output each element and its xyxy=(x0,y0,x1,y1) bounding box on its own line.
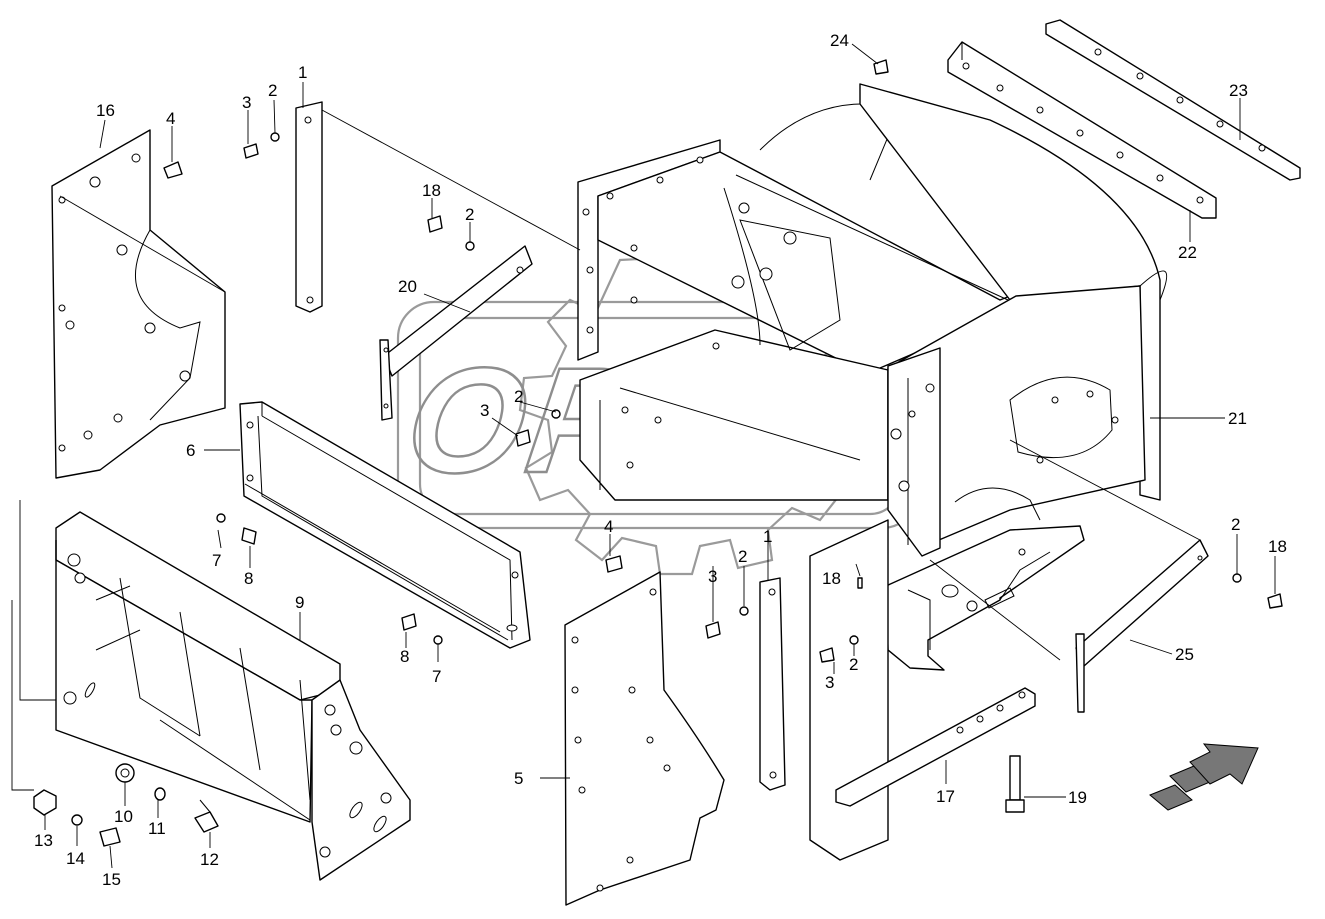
lower-right-bracket xyxy=(885,525,1085,671)
callout-3: 3 xyxy=(708,567,717,586)
callout-2: 2 xyxy=(268,81,277,100)
callout-9: 9 xyxy=(295,593,304,612)
hardware-lower-left xyxy=(33,763,219,847)
callout-7: 7 xyxy=(212,551,221,570)
part-22-top-bar xyxy=(947,41,1217,219)
part-17-bar xyxy=(835,687,1036,807)
callout-11: 11 xyxy=(148,819,166,838)
callout-3: 3 xyxy=(242,93,251,112)
part-23-hinge-bar xyxy=(1045,19,1301,181)
callout-18: 18 xyxy=(422,181,441,200)
callout-4: 4 xyxy=(604,517,613,536)
callout-7: 7 xyxy=(432,667,441,686)
callout-8: 8 xyxy=(244,569,253,588)
central-frame xyxy=(577,103,1016,501)
callout-18: 18 xyxy=(1268,537,1287,556)
callout-labels: 1 1 2 2 2 2 2 2 3 3 3 3 4 4 5 6 7 7 8 8 … xyxy=(34,31,1287,889)
part-5-lower-panel xyxy=(564,571,725,906)
part-21-main-housing xyxy=(859,83,1168,557)
part-19-bolt xyxy=(1005,755,1025,813)
part-6-channel-tray xyxy=(239,401,531,649)
callout-18: 18 xyxy=(822,569,841,588)
part-1-strip-lower xyxy=(759,577,786,791)
callout-19: 19 xyxy=(1068,788,1087,807)
callout-3: 3 xyxy=(480,401,489,420)
callout-2: 2 xyxy=(1231,515,1240,534)
callout-23: 23 xyxy=(1229,81,1248,100)
part-16-side-panel xyxy=(51,129,226,479)
callout-2: 2 xyxy=(514,387,523,406)
callout-8: 8 xyxy=(400,647,409,666)
callout-17: 17 xyxy=(936,787,955,806)
leader-lines xyxy=(11,43,1276,869)
callout-24: 24 xyxy=(830,31,849,50)
part-9-bracket-assembly xyxy=(55,511,411,881)
callout-10: 10 xyxy=(114,807,133,826)
callout-15: 15 xyxy=(102,870,121,889)
callout-25: 25 xyxy=(1175,645,1194,664)
callout-13: 13 xyxy=(34,831,53,850)
callout-6: 6 xyxy=(186,441,195,460)
callout-1: 1 xyxy=(763,527,772,546)
callout-3: 3 xyxy=(825,673,834,692)
part-25-angle-strip xyxy=(1075,539,1209,713)
part-20-angle-strip xyxy=(379,245,533,421)
callout-21: 21 xyxy=(1228,409,1247,428)
callout-14: 14 xyxy=(66,849,85,868)
callout-2: 2 xyxy=(849,655,858,674)
callout-20: 20 xyxy=(398,277,417,296)
callout-12: 12 xyxy=(200,850,219,869)
forward-direction-arrow-icon xyxy=(1149,743,1259,811)
part-1-strip-upper xyxy=(295,101,323,313)
callout-1: 1 xyxy=(298,63,307,82)
callout-16: 16 xyxy=(96,101,115,120)
callout-4: 4 xyxy=(166,109,175,128)
callout-5: 5 xyxy=(514,769,523,788)
callout-2: 2 xyxy=(738,547,747,566)
small-hardware xyxy=(163,59,1283,663)
callout-22: 22 xyxy=(1178,243,1197,262)
callout-2: 2 xyxy=(465,205,474,224)
